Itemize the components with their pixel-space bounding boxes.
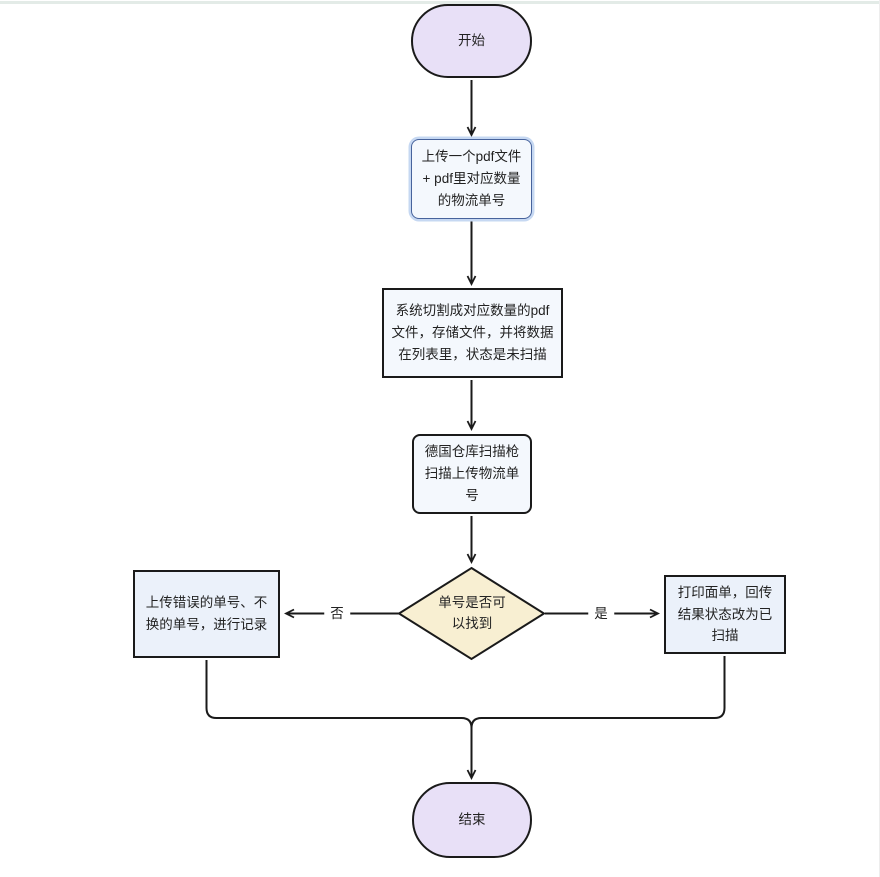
node-split-pdf-label: 系统切割成对应数量的pdf文件，存储文件，并将数据在列表里，状态是未扫描 (391, 303, 554, 362)
node-print-label[interactable]: 打印面单，回传结果状态改为已扫描 (664, 575, 786, 654)
node-record-errors-label: 上传错误的单号、不换的单号，进行记录 (145, 595, 268, 632)
node-end[interactable]: 结束 (412, 782, 532, 858)
node-start[interactable]: 开始 (411, 4, 532, 78)
edge-label-no: 否 (324, 605, 350, 623)
node-print-label-text: 打印面单，回传结果状态改为已扫描 (677, 584, 773, 644)
node-upload-pdf-label: 上传一个pdf文件 + pdf里对应数量的物流单号 (421, 149, 522, 208)
node-decision-found[interactable] (397, 566, 546, 661)
node-start-label: 开始 (458, 33, 485, 49)
node-warehouse-scan-label: 德国仓库扫描枪扫描上传物流单号 (424, 444, 520, 503)
panel-top-border (0, 1, 879, 4)
edge-label-yes: 是 (588, 605, 614, 623)
node-end-label: 结束 (458, 812, 486, 828)
edge-record-to-end (205, 660, 472, 778)
node-upload-pdf[interactable]: 上传一个pdf文件 + pdf里对应数量的物流单号 (411, 139, 532, 219)
edge-print-to-merge (470, 656, 726, 729)
node-warehouse-scan[interactable]: 德国仓库扫描枪扫描上传物流单号 (412, 434, 532, 514)
node-record-errors[interactable]: 上传错误的单号、不换的单号，进行记录 (133, 570, 280, 658)
node-split-pdf[interactable]: 系统切割成对应数量的pdf文件，存储文件，并将数据在列表里，状态是未扫描 (382, 288, 563, 378)
